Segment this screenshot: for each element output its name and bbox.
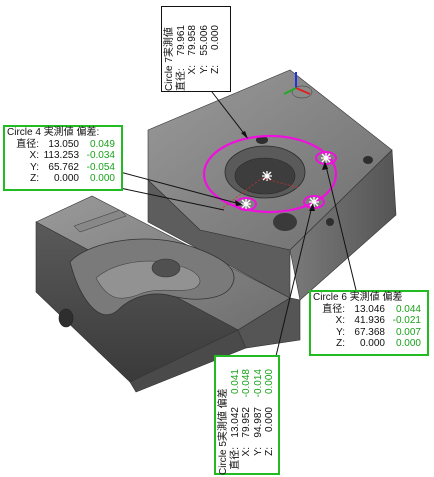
x-row: X: 41.936 -0.021 <box>311 315 427 327</box>
z-value: 0.000 <box>359 338 385 349</box>
deviation-column-header: 偏差: <box>76 127 100 138</box>
diameter-row: 直径: 79.961 <box>176 9 188 91</box>
callout-header: Circle 4 実測値 偏差: <box>5 127 121 139</box>
measured-column-header: 実測値 <box>218 411 229 442</box>
callout-circle-6[interactable]: Circle 6 実測値 偏差 直径: 13.046 0.044 X: 41.936-… <box>309 290 429 356</box>
x-deviation: -0.034 <box>86 150 115 161</box>
deviation-column-header: 偏差 <box>382 292 403 303</box>
callout-circle-4[interactable]: Circle 4 実測値 偏差: 直径: 13.050 0.049 X: 113.25… <box>3 125 123 191</box>
diameter-row: 直径: 13.050 0.049 <box>5 139 121 151</box>
diameter-deviation: 0.049 <box>89 138 115 150</box>
y-value: 94.987 <box>252 407 264 438</box>
x-row: X: 113.253 -0.034 <box>5 150 121 162</box>
diameter-value: 79.961 <box>175 25 187 56</box>
x-row: X: 79.958 <box>187 9 199 91</box>
z-deviation: 0.000 <box>89 173 115 184</box>
diameter-value: 13.046 <box>354 303 385 315</box>
y-label: Y: <box>336 326 345 338</box>
x-deviation: -0.021 <box>392 315 421 326</box>
circle-7-measured-outline[interactable] <box>202 134 338 214</box>
y-row: Y: 94.987 -0.014 <box>253 359 265 475</box>
callout-header: Circle 5実測値 偏差 <box>218 359 230 475</box>
z-row: Z: 0.000 0.000 <box>5 173 121 185</box>
y-row: Y: 67.368 0.007 <box>311 327 427 339</box>
measured-column-header: 実測値 <box>349 292 380 303</box>
x-label: X: <box>335 315 345 326</box>
diameter-deviation: 0.041 <box>229 369 241 395</box>
y-value: 65.762 <box>48 161 79 173</box>
y-value: 55.006 <box>198 25 210 56</box>
axis-triad-icon <box>283 72 311 95</box>
x-row: X: 79.952 -0.048 <box>241 359 253 475</box>
diameter-row: 直径: 13.046 0.044 <box>311 304 427 316</box>
y-label: Y: <box>252 447 264 456</box>
y-label: Y: <box>30 161 39 173</box>
z-label: Z: <box>30 173 39 184</box>
z-row: Z: 0.000 0.000 <box>311 338 427 350</box>
x-label: X: <box>29 150 39 161</box>
z-label: Z: <box>264 447 275 456</box>
callout-title: Circle 7 <box>164 57 175 91</box>
diameter-value: 13.042 <box>229 407 241 438</box>
callout-header: Circle 6 実測値 偏差 <box>311 292 427 304</box>
leader-arrow-icon <box>235 131 328 211</box>
deviation-column-header: 偏差 <box>218 388 229 409</box>
z-label: Z: <box>336 338 345 349</box>
y-deviation: -0.054 <box>86 161 115 173</box>
circle-center-marker-icon <box>241 153 331 209</box>
y-deviation: -0.014 <box>252 369 264 398</box>
callout-title: Circle 5 <box>218 441 229 475</box>
measured-column-header: 実測値 <box>164 27 175 58</box>
diameter-label: 直径: <box>322 303 345 315</box>
diameter-label: 直径: <box>175 68 187 91</box>
z-value: 0.000 <box>210 25 221 51</box>
z-value: 0.000 <box>264 407 275 433</box>
machined-part-model <box>35 69 397 393</box>
diameter-row: 直径: 13.042 0.041 <box>230 359 242 475</box>
y-row: Y: 55.006 <box>199 9 211 91</box>
x-deviation: -0.048 <box>241 369 252 398</box>
x-value: 79.952 <box>241 407 252 438</box>
z-row: Z: 0.000 <box>210 9 222 91</box>
z-label: Z: <box>210 65 221 74</box>
callout-title: Circle 6 <box>313 292 347 303</box>
measurement-path-line <box>219 177 301 211</box>
y-deviation: 0.007 <box>395 326 421 338</box>
z-row: Z: 0.000 0.000 <box>264 359 276 475</box>
diameter-deviation: 0.044 <box>395 303 421 315</box>
x-value: 79.958 <box>187 25 198 56</box>
z-deviation: 0.000 <box>395 338 421 349</box>
y-label: Y: <box>198 65 210 74</box>
measured-column-header: 実測値 <box>43 127 74 138</box>
x-label: X: <box>187 65 198 75</box>
z-value: 0.000 <box>53 173 79 184</box>
callout-title: Circle 4 <box>7 127 41 138</box>
x-value: 41.936 <box>354 315 385 326</box>
y-row: Y: 65.762 -0.054 <box>5 162 121 174</box>
diameter-value: 13.050 <box>48 138 79 150</box>
x-value: 113.253 <box>43 150 79 161</box>
x-label: X: <box>241 447 252 457</box>
y-value: 67.368 <box>354 326 385 338</box>
z-deviation: 0.000 <box>264 369 275 395</box>
callout-leader-lines <box>119 91 357 357</box>
callout-circle-7[interactable]: Circle 7実測値 直径: 79.961 X: 79.958 Y: 55.0… <box>161 6 231 92</box>
diameter-label: 直径: <box>229 447 241 470</box>
diameter-label: 直径: <box>16 138 39 150</box>
